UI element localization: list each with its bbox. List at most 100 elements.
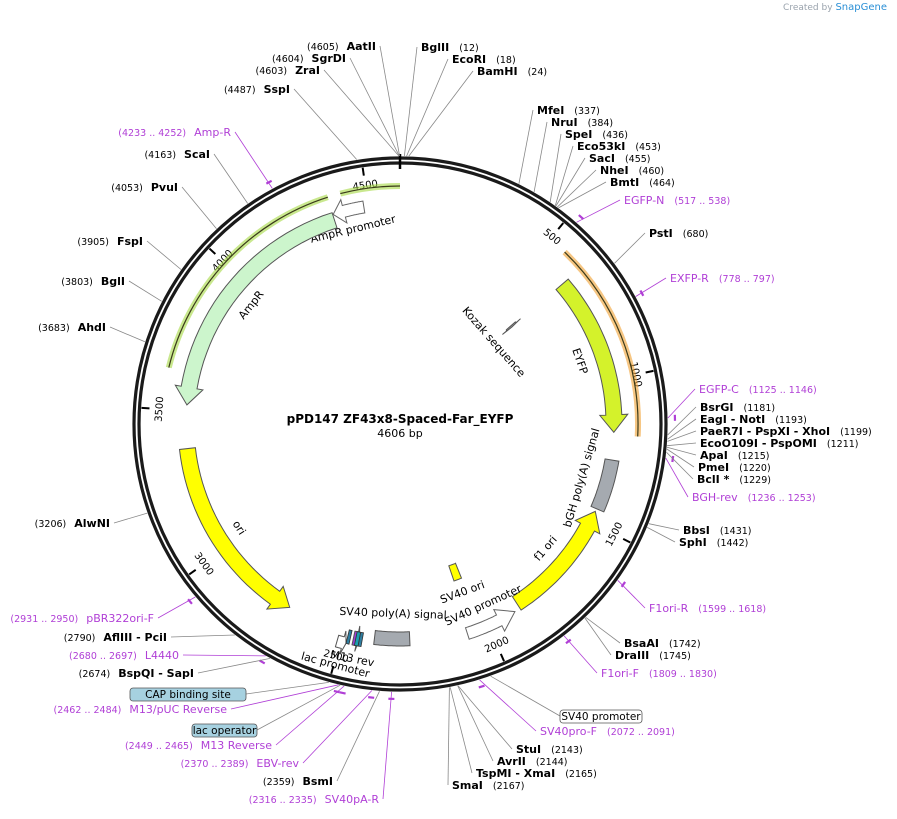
site-label-sgrdi[interactable]: (4604)SgrDI (272, 52, 346, 65)
primer-label-egfp-n[interactable]: EGFP-N(517 .. 538) (624, 194, 730, 207)
primer-label-sv40pro-f[interactable]: SV40pro-F(2072 .. 2091) (540, 725, 675, 738)
site-label-bbsi[interactable]: BbsI(1431) (683, 524, 752, 537)
site-label-stui[interactable]: StuI(2143) (516, 743, 583, 756)
site-label-bcli[interactable]: BclI *(1229) (697, 473, 771, 486)
site-label-bglii[interactable]: BglII(12) (421, 41, 479, 54)
site-position: (2359) (263, 777, 295, 788)
site-label-sphi[interactable]: SphI(1442) (679, 536, 748, 549)
primer-label-f1ori-r[interactable]: F1ori-R(1599 .. 1618) (649, 602, 766, 615)
feature-ampr-promoter[interactable] (332, 198, 366, 224)
leader-bgh-rev (665, 457, 689, 498)
site-label-bamhi[interactable]: BamHI(24) (477, 65, 547, 78)
site-label-sspi[interactable]: (4487)SspI (224, 83, 290, 96)
feature-ori[interactable] (178, 447, 291, 610)
site-label-zrai[interactable]: (4603)ZraI (255, 64, 320, 77)
feature-f1-ori[interactable] (511, 510, 601, 611)
primer-label-pbr322ori-f[interactable]: (2931 .. 2950)pBR322ori-F (10, 612, 154, 625)
site-position: (464) (649, 178, 675, 189)
primer-mark-pbr322ori-f (187, 598, 193, 605)
site-name: EBV-rev (256, 757, 299, 770)
site-name: M13/pUC Reverse (129, 703, 227, 716)
site-label-scai[interactable]: (4163)ScaI (144, 148, 210, 161)
site-position: (1229) (739, 475, 771, 486)
site-label-paer7i-pspxi-xhoi[interactable]: PaeR7I - PspXI - XhoI(1199) (700, 425, 872, 438)
leader-pmei (666, 448, 695, 468)
small-feature-box-0[interactable] (345, 629, 353, 645)
site-name: BGH-rev (692, 491, 738, 504)
site-position: (1236 .. 1253) (748, 493, 816, 504)
site-label-bsmi[interactable]: (2359)BsmI (263, 775, 333, 788)
site-label-smai[interactable]: SmaI(2167) (452, 779, 525, 792)
primer-label-ebv-rev[interactable]: (2370 .. 2389) EBV-rev (181, 757, 300, 770)
site-position: (2370 .. 2389) (181, 759, 249, 770)
site-label-nrui[interactable]: NruI(384) (551, 116, 613, 129)
site-position: (3206) (35, 519, 67, 530)
site-label-tspmi-xmai[interactable]: TspMI - XmaI(2165) (476, 767, 597, 780)
primer-label-exfp-r[interactable]: EXFP-R(778 .. 797) (670, 272, 775, 285)
site-label-ecoo109i-pspomi[interactable]: EcoO109I - PspOMI(1211) (700, 437, 859, 450)
primer-label-egfp-c[interactable]: EGFP-C(1125 .. 1146) (699, 383, 817, 396)
site-label-nhei[interactable]: NheI(460) (600, 164, 664, 177)
site-label-psti[interactable]: PstI(680) (649, 227, 708, 240)
site-name: MfeI (537, 104, 564, 117)
feature-sv40-poly-a-signal[interactable] (373, 629, 411, 647)
site-label-pmei[interactable]: PmeI(1220) (698, 461, 771, 474)
feature-ampr[interactable] (174, 212, 338, 406)
site-label-afliii-pcii[interactable]: (2790)AflIII - PciI (64, 631, 167, 644)
site-name: BsaAI (624, 637, 659, 650)
site-label-ahdi[interactable]: (3683)AhdI (38, 321, 106, 334)
primer-label-sv40pa-r[interactable]: (2316 .. 2335)SV40pA-R (249, 793, 380, 806)
direction-arc-0 (339, 182, 401, 197)
site-name: SmaI (452, 779, 483, 792)
primer-label-bgh-rev[interactable]: BGH-rev (1236 .. 1253) (692, 491, 816, 504)
site-label-spei[interactable]: SpeI(436) (565, 128, 628, 141)
site-label-avrii[interactable]: AvrII(2144) (497, 755, 568, 768)
boxed-label-bg-sv40-promoter[interactable] (559, 709, 643, 724)
site-label-mfei[interactable]: MfeI(337) (537, 104, 600, 117)
primer-label-m13-reverse[interactable]: (2449 .. 2465)M13 Reverse (125, 739, 272, 752)
boxed-label-cap-binding-site[interactable]: CAP binding site (145, 689, 231, 701)
leader-spei (549, 133, 562, 203)
site-position: (2449 .. 2465) (125, 741, 193, 752)
site-label-fspi[interactable]: (3905)FspI (77, 235, 143, 248)
feature-eyfp[interactable] (555, 278, 629, 434)
site-label-bsrgi[interactable]: BsrGI(1181) (700, 401, 775, 414)
small-feature-box-2[interactable] (353, 631, 362, 647)
primer-label-l4440[interactable]: (2680 .. 2697)L4440 (69, 649, 179, 662)
site-name: SV40pA-R (325, 793, 380, 806)
primer-label-amp-r[interactable]: (4233 .. 4252)Amp-R (118, 126, 231, 139)
site-label-ecori[interactable]: EcoRI(18) (452, 53, 516, 66)
leader-eco53ki (554, 145, 574, 206)
site-label-bsaai[interactable]: BsaAI(1742) (624, 637, 701, 650)
boxed-label-lac-operator[interactable]: lac operator (193, 725, 257, 737)
site-label-bgli[interactable]: (3803)BglI (61, 275, 125, 288)
site-label-bspqi-sapi[interactable]: (2674)BspQI - SapI (79, 667, 194, 680)
site-label-eagi-noti[interactable]: EagI - NotI(1193) (700, 413, 807, 426)
tick-500 (557, 222, 565, 230)
boxed-label-sv40-promoter[interactable]: SV40 promoter (561, 711, 641, 723)
feature-lac-promoter[interactable] (334, 630, 347, 655)
site-label-pvui[interactable]: (4053)PvuI (111, 181, 178, 194)
feature-kozak-sequence[interactable] (502, 318, 521, 335)
site-label-bmti[interactable]: BmtI(464) (610, 176, 675, 189)
site-label-eco53ki[interactable]: Eco53kI(453) (577, 140, 661, 153)
site-label-apai[interactable]: ApaI(1215) (700, 449, 770, 462)
boxed-label-bg-lac-operator[interactable] (191, 723, 258, 738)
snapgene-logo[interactable]: SnapGene (835, 2, 887, 13)
feature-sv40-promoter[interactable] (464, 609, 516, 640)
primer-label-m13-puc-reverse[interactable]: (2462 .. 2484)M13/pUC Reverse (54, 703, 228, 716)
site-name: BsrGI (700, 401, 733, 414)
leader-psti (614, 232, 646, 264)
site-label-alwni[interactable]: (3206)AlwNI (35, 517, 110, 530)
site-name: L4440 (145, 649, 179, 662)
primer-mark-m13-reverse (339, 691, 346, 695)
feature-bgh-poly-a-signal[interactable] (590, 458, 620, 513)
site-label-draiii[interactable]: DraIII(1745) (615, 649, 691, 662)
site-label-aatii[interactable]: (4605)AatII (307, 40, 376, 53)
boxed-label-bg-cap-binding-site[interactable] (129, 687, 247, 702)
primer-label-f1ori-f[interactable]: F1ori-F(1809 .. 1830) (601, 667, 717, 680)
site-label-saci[interactable]: SacI(455) (589, 152, 651, 165)
tick-label-3500: 3500 (154, 396, 167, 422)
feature-sv40-ori[interactable] (448, 562, 463, 582)
